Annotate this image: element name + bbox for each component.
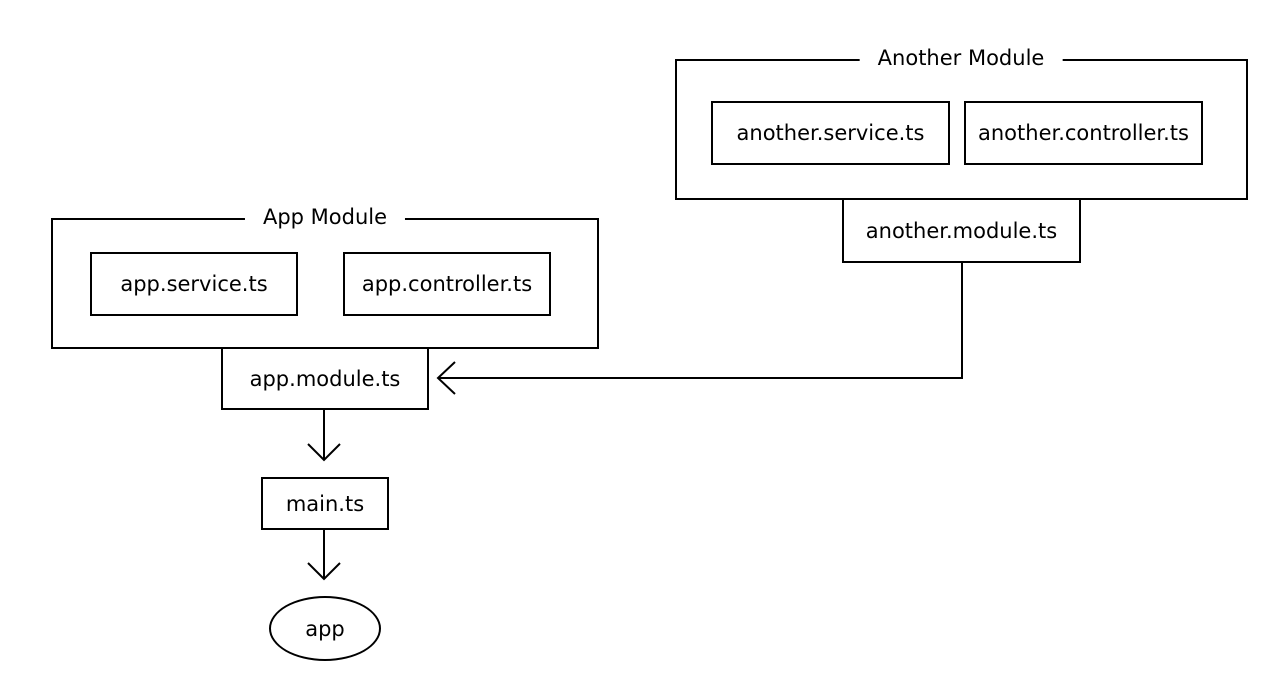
app-service-box: app.service.ts	[90, 252, 298, 316]
another-service-box: another.service.ts	[711, 101, 950, 165]
arrowhead-main-icon	[307, 443, 341, 462]
another-module-file-box: another.module.ts	[842, 198, 1081, 263]
app-node: app	[269, 596, 381, 661]
app-module-title: App Module	[244, 204, 406, 230]
arrowhead-app-icon	[307, 562, 341, 581]
another-controller-box: another.controller.ts	[964, 101, 1203, 165]
main-file-box: main.ts	[261, 477, 389, 530]
another-module-title: Another Module	[859, 45, 1063, 71]
edge-another-module-to-app-module	[438, 262, 963, 379]
app-controller-box: app.controller.ts	[343, 252, 551, 316]
app-module-file-box: app.module.ts	[221, 347, 429, 410]
arrowhead-app-module-icon	[436, 361, 456, 395]
